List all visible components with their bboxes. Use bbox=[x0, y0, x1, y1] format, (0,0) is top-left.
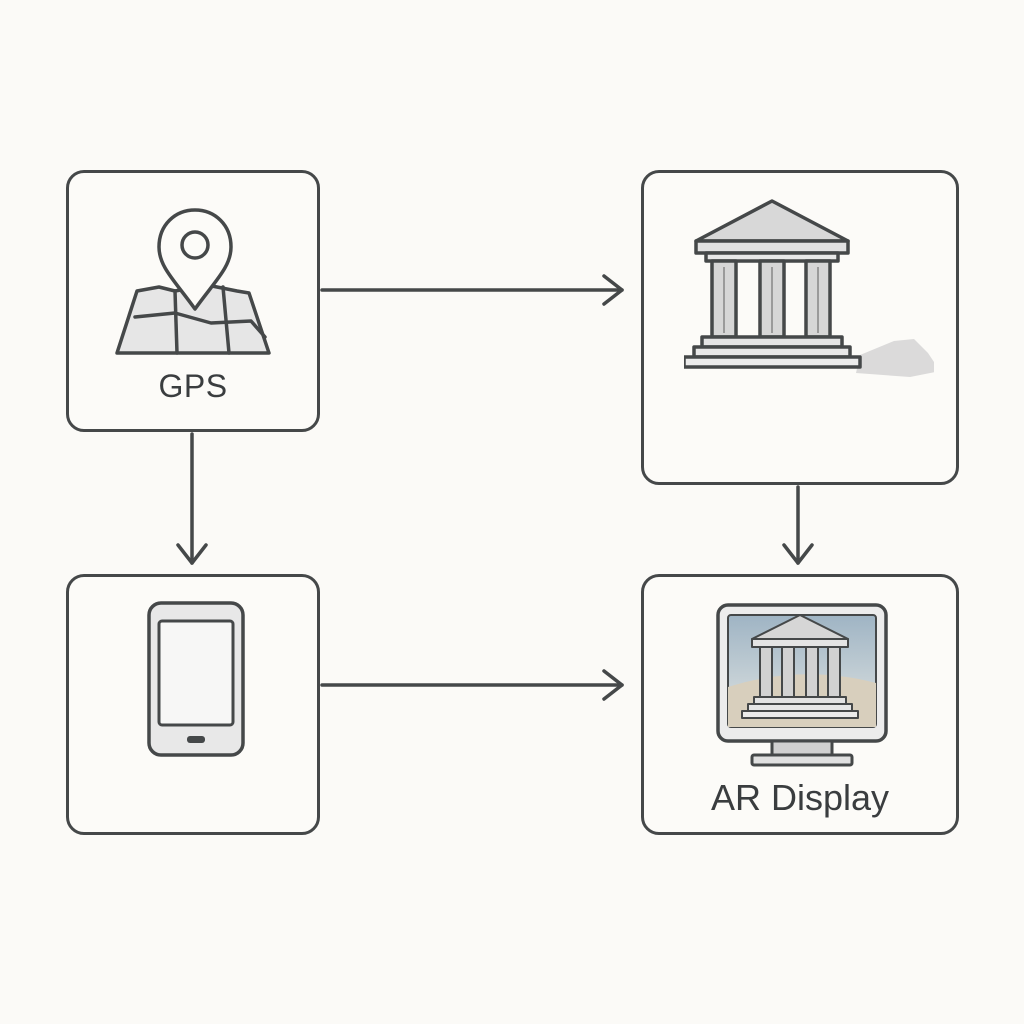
edge-gps-to-phone bbox=[176, 432, 208, 565]
classical-building-icon bbox=[684, 199, 934, 377]
edge-gps-to-landmark bbox=[320, 274, 624, 306]
gps-label: GPS bbox=[158, 368, 228, 404]
ar-display-node: AR Display bbox=[641, 574, 959, 835]
ar-display-label: AR Display bbox=[710, 777, 890, 818]
map-pin-icon bbox=[115, 208, 271, 355]
smartphone-icon bbox=[147, 601, 245, 757]
gps-node: GPS bbox=[66, 170, 320, 432]
landmark-node bbox=[641, 170, 959, 485]
edge-landmark-to-ar bbox=[782, 485, 814, 565]
monitor-with-building-icon bbox=[716, 603, 888, 767]
phone-node bbox=[66, 574, 320, 835]
edge-phone-to-ar bbox=[320, 669, 624, 701]
